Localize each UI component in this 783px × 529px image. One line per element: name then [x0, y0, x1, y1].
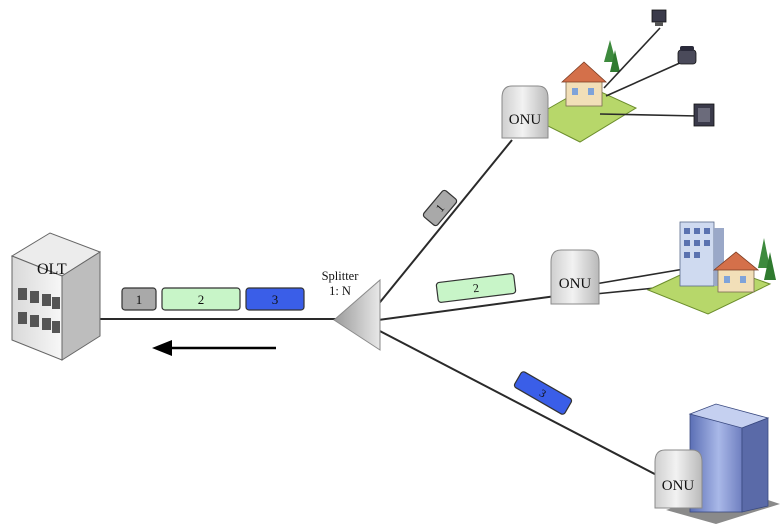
trunk-packet-3: 3 — [245, 287, 305, 311]
trunk-packets: 1 2 3 — [121, 287, 305, 311]
svg-text:2: 2 — [198, 292, 205, 307]
onu-2-label: ONU — [559, 276, 592, 292]
house-icon — [565, 79, 603, 107]
splitter-icon: Splitter 1: N — [322, 269, 381, 351]
branch-packet-2: 2 — [435, 273, 517, 303]
phone-icon — [677, 46, 697, 65]
apartment-icon — [679, 221, 724, 287]
onu-2: ONU — [550, 249, 600, 305]
svg-text:1: 1 — [136, 292, 143, 307]
monitor-icon — [693, 103, 715, 127]
house-site — [530, 9, 715, 143]
svg-text:2: 2 — [472, 281, 480, 296]
house-icon — [712, 251, 760, 293]
onu-1-label: ONU — [509, 112, 542, 128]
svg-text:3: 3 — [537, 387, 548, 400]
branch-packet-3: 3 — [513, 371, 573, 415]
branch-fiber-3 — [373, 327, 671, 483]
splitter-label: Splitter — [322, 269, 360, 283]
splitter-ratio: 1: N — [329, 284, 351, 298]
onu-3: ONU — [654, 449, 703, 509]
monitor-icon — [651, 9, 667, 26]
branch-fiber-1 — [371, 139, 513, 313]
fiber-onu2-apartment — [594, 267, 691, 285]
branch-fiber-2 — [377, 295, 557, 321]
olt-building-icon: OLT — [10, 232, 102, 361]
upstream-arrow-icon — [152, 340, 276, 356]
fiber-links — [92, 139, 706, 483]
svg-text:3: 3 — [272, 292, 279, 307]
olt-label: OLT — [37, 261, 67, 278]
onu-1: ONU — [501, 85, 549, 139]
branch-packet-1: 1 — [422, 189, 458, 227]
trunk-packet-1: 1 — [121, 287, 157, 311]
onu-3-label: ONU — [662, 478, 695, 494]
trunk-packet-2: 2 — [161, 287, 241, 311]
apartment-site — [646, 221, 776, 315]
